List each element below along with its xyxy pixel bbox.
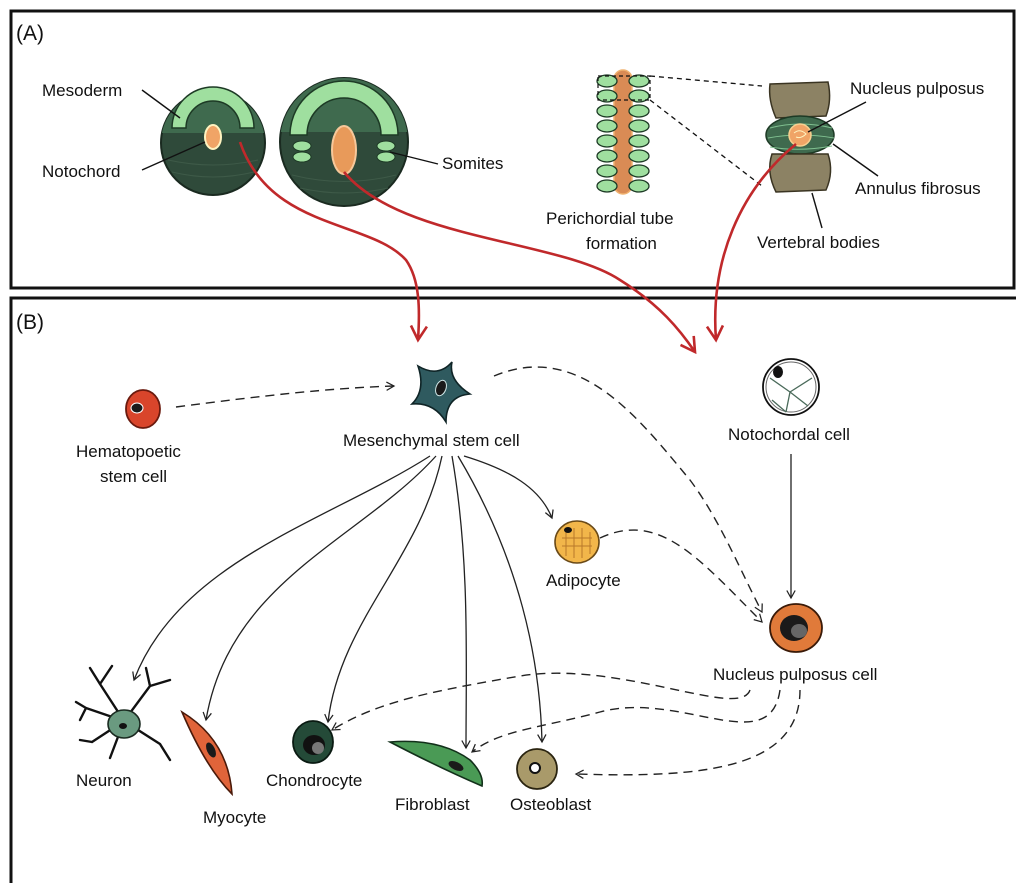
label-hematopoetic-stem-cell-1: Hematopoetic [76,442,181,461]
red-arrow-np-to-notochordal-cell [705,142,797,343]
label-osteoblast: Osteoblast [510,795,592,814]
label-mesoderm: Mesoderm [42,81,122,100]
label-fibroblast: Fibroblast [395,795,470,814]
label-chondrocyte: Chondrocyte [266,771,362,790]
arrow-msc-to-myocyte [202,455,437,722]
pointer-mesoderm [141,89,181,119]
notochordal-cell-icon [762,358,820,416]
hematopoetic-stem-cell-icon [125,389,161,429]
label-vertebral-bodies: Vertebral bodies [757,233,880,252]
label-notochordal-cell: Notochordal cell [728,425,850,444]
dashed-arrow-hsc-to-msc [175,381,396,408]
arrow-msc-to-chondrocyte [324,455,443,724]
arrow-msc-to-fibroblast [451,455,471,750]
vertebral-segment [765,81,835,193]
arrow-msc-to-adipocyte [463,455,554,520]
zoom-line-top [649,75,763,87]
mesenchymal-stem-cell-icon [409,361,473,425]
label-nucleus-pulposus-cell: Nucleus pulposus cell [713,665,877,684]
embryo-late [279,77,409,207]
pointer-notochord [141,141,206,171]
label-somites: Somites [442,154,503,173]
embryo-early [160,86,266,196]
label-notochord: Notochord [42,162,120,181]
panel-b-label: (B) [16,311,44,334]
pointer-nucleus-pulposus [807,101,867,133]
label-adipocyte: Adipocyte [546,571,621,590]
arrow-msc-to-neuron [132,455,431,682]
dashed-arrow-adipocyte-to-np [599,529,763,623]
label-perichordial-tube-1: Perichordial tube [546,209,674,228]
fibroblast-icon [387,740,484,788]
dashed-arrow-np-to-chondrocyte [330,672,751,731]
label-hematopoetic-stem-cell-2: stem cell [100,467,167,486]
pointer-vertebral-bodies [811,192,823,229]
label-mesenchymal-stem-cell: Mesenchymal stem cell [343,431,520,450]
arrow-msc-to-osteoblast [457,455,547,744]
nucleus-pulposus-cell-icon [769,603,823,653]
neuron-icon [74,664,172,762]
label-myocyte: Myocyte [203,808,266,827]
red-arrow-notochord-to-notochordal-cell [342,171,697,355]
pointer-annulus-fibrosus [832,143,879,177]
dashed-arrow-msc-to-np [493,366,763,614]
chondrocyte-icon [292,720,334,764]
label-nucleus-pulposus: Nucleus pulposus [850,79,984,98]
panel-a-label: (A) [16,22,44,45]
pointer-somites [389,151,439,165]
adipocyte-icon [554,520,600,564]
label-annulus-fibrosus: Annulus fibrosus [855,179,981,198]
panel-a-frame [9,9,1016,290]
label-neuron: Neuron [76,771,132,790]
dashed-arrow-np-to-osteoblast [574,689,801,779]
panel-b-frame [9,296,1016,883]
zoom-line-bottom [649,99,763,187]
myocyte-icon [180,710,233,797]
label-perichordial-tube-2: formation [586,234,657,253]
red-arrow-mesoderm-to-msc [238,141,428,343]
dashed-arrow-np-to-fibroblast [470,689,781,753]
osteoblast-icon [516,748,558,790]
perichordial-tube [596,69,651,195]
